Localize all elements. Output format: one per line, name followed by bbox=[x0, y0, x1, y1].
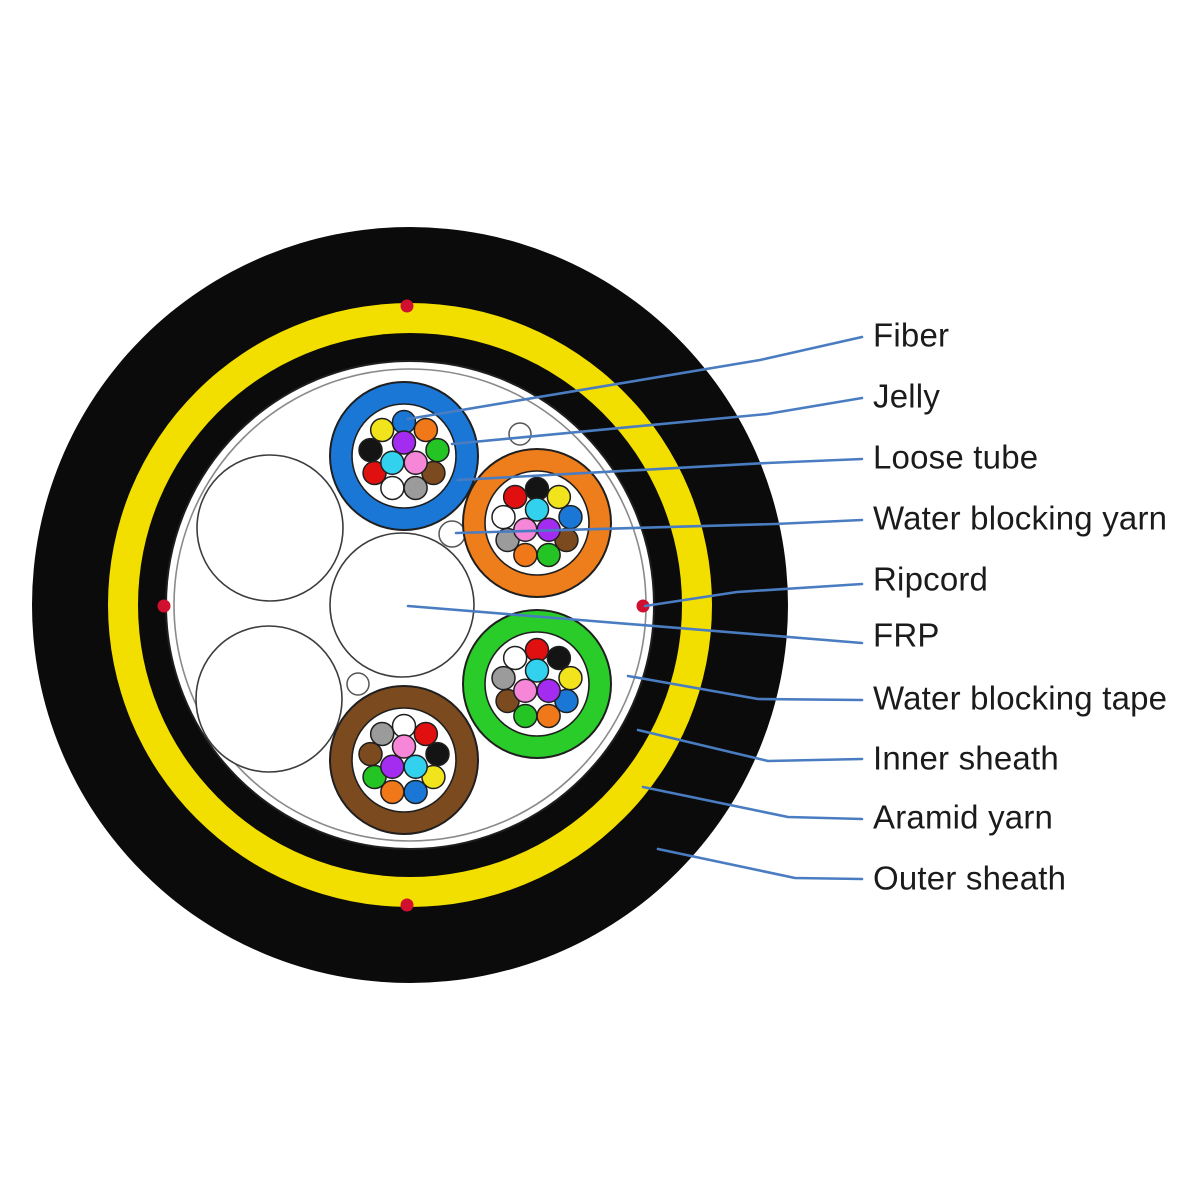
water-blocking-yarn-circle bbox=[508, 422, 532, 446]
fiber-dot bbox=[425, 437, 450, 463]
fiber-dot bbox=[524, 637, 550, 663]
filler-circle bbox=[195, 625, 343, 773]
leader-line-loose-tube bbox=[456, 457, 864, 482]
filler-circle bbox=[196, 454, 344, 602]
ripcord-dot bbox=[400, 299, 414, 313]
fiber-dot bbox=[425, 741, 450, 767]
label-aramid-yarn: Aramid yarn bbox=[873, 798, 1054, 836]
fiber-dot bbox=[413, 721, 439, 747]
label-outer-sheath: Outer sheath bbox=[873, 859, 1067, 897]
label-fiber: Fiber bbox=[873, 316, 950, 354]
label-jelly: Jelly bbox=[873, 377, 941, 415]
fiber-dot bbox=[491, 504, 516, 530]
fiber-dot bbox=[546, 645, 572, 671]
fiber-dot bbox=[391, 430, 417, 455]
ripcord-dot bbox=[157, 599, 171, 613]
leader-line-ripcord bbox=[643, 582, 864, 608]
fiber-dot bbox=[403, 475, 428, 501]
fiber-dot bbox=[524, 658, 550, 683]
fiber-dot bbox=[558, 665, 583, 691]
leader-line-aramid-yarn bbox=[641, 785, 864, 821]
fiber-dot bbox=[380, 754, 405, 779]
label-water-blocking-yarn: Water blocking yarn bbox=[873, 499, 1168, 537]
fiber-dot bbox=[380, 779, 405, 805]
fiber-dot bbox=[403, 450, 428, 475]
fiber-dot bbox=[558, 504, 583, 530]
leader-line-frp bbox=[406, 604, 864, 645]
ripcord-dot bbox=[636, 599, 650, 613]
fiber-dot bbox=[391, 409, 417, 435]
fiber-dot bbox=[513, 542, 538, 568]
label-water-blocking-tape: Water blocking tape bbox=[873, 679, 1168, 717]
fiber-dot bbox=[403, 779, 428, 805]
frp-circle bbox=[329, 532, 475, 678]
fiber-dot bbox=[502, 484, 528, 510]
fiber-dot bbox=[502, 645, 528, 671]
fiber-dot bbox=[358, 741, 383, 767]
fiber-dot bbox=[524, 476, 550, 502]
fiber-dot bbox=[513, 678, 538, 703]
fiber-dot bbox=[536, 678, 561, 703]
label-inner-sheath: Inner sheath bbox=[873, 739, 1059, 777]
fiber-dot bbox=[358, 437, 383, 463]
leader-line-jelly bbox=[450, 396, 864, 446]
water-blocking-yarn-circle bbox=[346, 672, 370, 696]
leader-line-water-blocking-yarn bbox=[454, 518, 864, 535]
leader-line-fiber bbox=[406, 335, 864, 421]
fiber-dot bbox=[536, 542, 561, 568]
label-frp: FRP bbox=[873, 616, 940, 654]
fiber-dot bbox=[380, 450, 405, 475]
leader-line-inner-sheath bbox=[636, 728, 864, 763]
label-loose-tube: Loose tube bbox=[873, 438, 1039, 476]
fiber-dot bbox=[491, 665, 516, 691]
fiber-dot bbox=[391, 734, 417, 759]
leader-line-water-blocking-tape bbox=[626, 674, 864, 702]
leader-line-outer-sheath bbox=[656, 847, 864, 881]
fiber-dot bbox=[524, 497, 550, 522]
fiber-dot bbox=[369, 417, 395, 443]
fiber-dot bbox=[513, 703, 538, 729]
fiber-dot bbox=[369, 721, 395, 747]
fiber-dot bbox=[403, 754, 428, 779]
fiber-dot bbox=[413, 417, 439, 443]
fiber-dot bbox=[536, 703, 561, 729]
fiber-dot bbox=[380, 475, 405, 501]
fiber-dot bbox=[546, 484, 572, 510]
fiber-dot bbox=[391, 713, 417, 739]
ripcord-dot bbox=[400, 898, 414, 912]
label-ripcord: Ripcord bbox=[873, 560, 989, 598]
